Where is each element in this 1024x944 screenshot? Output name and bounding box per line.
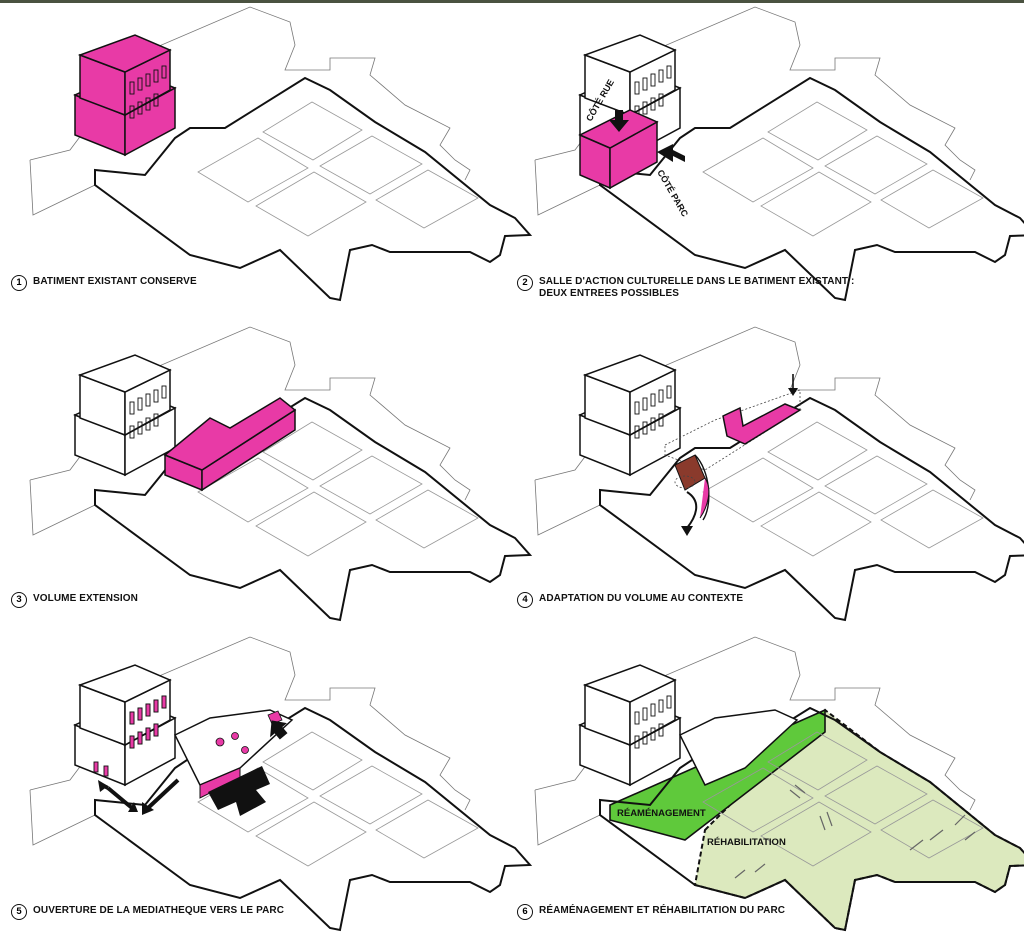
panel-3-diagram [29, 326, 531, 621]
adapted-volume-highlight [722, 403, 802, 445]
rehabilitation-label: RÉHABILITATION [707, 837, 786, 848]
panel-3-caption: 3 VOLUME EXTENSION [11, 592, 138, 608]
panel-4-caption: 4 ADAPTATION DU VOLUME AU CONTEXTE [517, 592, 744, 608]
panel-6-caption-line-1: RÉAMÉNAGEMENT ET RÉHABILITATION DU PARC [539, 905, 786, 916]
panel-6-caption: 6 RÉAMÉNAGEMENT ET RÉHABILITATION DU PAR… [517, 904, 786, 920]
street-side-arrow [609, 110, 629, 132]
panel-1-number: 1 [11, 275, 27, 291]
panel-2-diagram: CÔTÉ RUE CÔTÉ PARC [534, 6, 1024, 301]
park-side-label: CÔTÉ PARC [655, 168, 691, 219]
mediatheque-roof [173, 709, 294, 799]
panel-2-caption-line-1: SALLE D'ACTION CULTURELLE DANS LE BATIME… [539, 276, 855, 287]
park-furniture [734, 784, 976, 879]
park-opening-arrows [98, 720, 288, 816]
panel-2-caption-line-2: DEUX ENTREES POSSIBLES [539, 288, 680, 299]
panel-6-number: 6 [517, 904, 533, 920]
top-rule [0, 0, 1024, 3]
panel-1-diagram [29, 6, 531, 301]
culture-hall-highlight [578, 109, 659, 190]
park-side-arrow [657, 144, 685, 162]
adapted-volume-ghost [664, 389, 801, 471]
panel-1-caption: 1 BATIMENT EXISTANT CONSERVE [11, 275, 197, 291]
panel-5-caption-line-1: OUVERTURE DE LA MEDIATHEQUE VERS LE PARC [33, 905, 285, 916]
opening-arrow [674, 475, 698, 536]
panel-2-caption: 2 SALLE D'ACTION CULTURELLE DANS LE BATI… [517, 275, 855, 300]
panel-4-diagram [534, 326, 1024, 621]
panel-2-number: 2 [517, 275, 533, 291]
roof-lowering-arrow [788, 374, 798, 396]
extension-volume-highlight [163, 397, 297, 492]
panel-3-caption-line-1: VOLUME EXTENSION [33, 593, 138, 604]
panel-5-caption: 5 OUVERTURE DE LA MEDIATHEQUE VERS LE PA… [11, 904, 285, 920]
panel-4-caption-line-1: ADAPTATION DU VOLUME AU CONTEXTE [539, 593, 744, 604]
panel-5-diagram [29, 636, 531, 931]
panel-5-number: 5 [11, 904, 27, 920]
redevelopment-label: RÉAMÉNAGEMENT [617, 808, 706, 819]
mediatheque-openings-highlight [93, 695, 167, 777]
panel-4-number: 4 [517, 592, 533, 608]
panel-1-caption-line-1: BATIMENT EXISTANT CONSERVE [33, 276, 197, 287]
panel-3-number: 3 [11, 592, 27, 608]
pavilion-roof [674, 454, 710, 521]
existing-building-highlight [73, 34, 177, 157]
panel-6-diagram: RÉAMÉNAGEMENT RÉHABILITATION [534, 636, 1024, 932]
